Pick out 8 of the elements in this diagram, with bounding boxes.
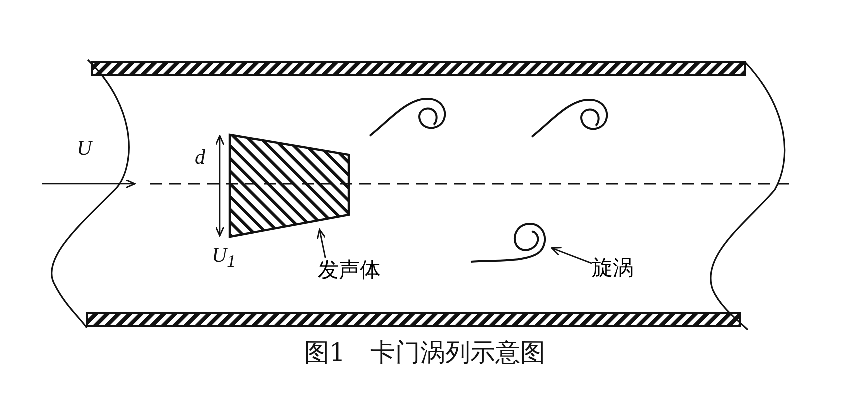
leader-arrow <box>316 228 326 258</box>
part-label: 发声体 <box>318 258 381 284</box>
leader-arrow <box>551 247 592 264</box>
dimension-label: d <box>195 147 206 168</box>
velocity-label: U <box>77 138 92 159</box>
figure-caption: 图1 卡门涡列示意图 <box>304 338 546 367</box>
velocity-label: U$_{1}$ <box>212 245 236 271</box>
part-label: 旋涡 <box>592 256 634 282</box>
